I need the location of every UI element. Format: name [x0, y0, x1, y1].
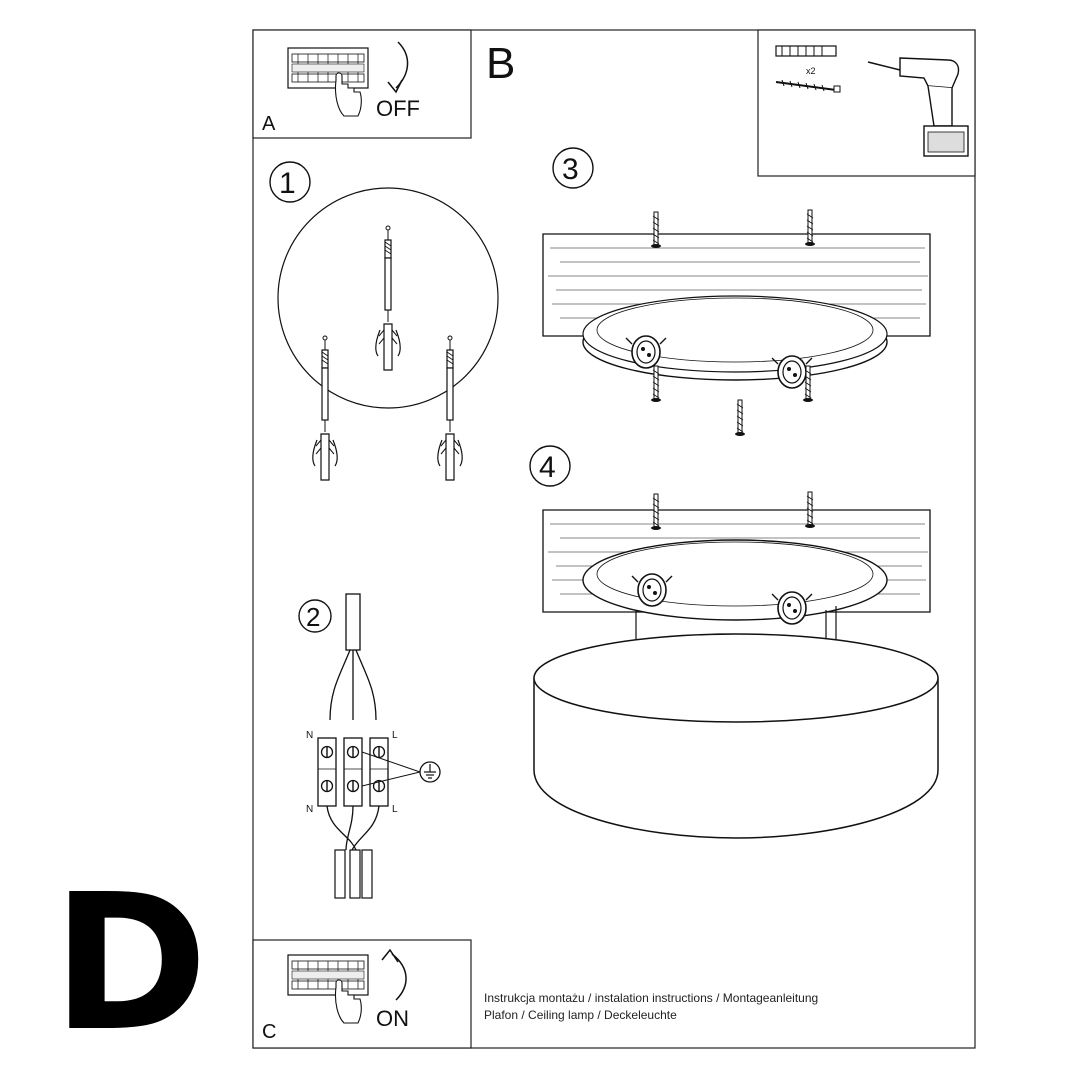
terminal-l: [369, 737, 389, 807]
panel-power-off: A OFF: [252, 29, 472, 139]
variant-letter: D: [52, 854, 209, 1073]
step-number-1: 1: [279, 167, 296, 200]
screw-icon: [775, 79, 841, 93]
terminal-top-left-label: N: [306, 730, 313, 741]
step-number-3: 3: [562, 153, 579, 186]
terminal-n: [317, 737, 337, 807]
panel-b-letter: B: [486, 39, 515, 88]
step-drill-anchors: 1: [269, 161, 499, 481]
terminal-earth: [343, 737, 363, 807]
panel-c-letter: C: [262, 1021, 276, 1043]
terminal-bottom-left-label: N: [306, 804, 313, 815]
lamp-lead-right: [361, 849, 373, 899]
drum-shade: [533, 678, 939, 839]
quantity-label: x2: [806, 66, 816, 76]
step-mount-base: 3: [542, 147, 931, 437]
step-number-2: 2: [306, 602, 320, 632]
arrow-up-head-icon: [381, 948, 399, 963]
off-label: OFF: [376, 96, 420, 121]
mounting-disc-2: [582, 539, 888, 621]
cable-sleeve: [345, 593, 361, 651]
terminal-bottom-right-label: L: [392, 804, 398, 815]
footer-line-1: Instrukcja montażu / instalation instruc…: [484, 991, 819, 1005]
footer-line-2: Plafon / Ceiling lamp / Deckeleuchte: [484, 1008, 677, 1022]
lamp-lead-mid: [349, 849, 361, 899]
arrow-head-icon: [387, 79, 403, 94]
panel-tools: x2: [757, 29, 976, 177]
lamp-lead-left: [334, 849, 346, 899]
step-number-4: 4: [539, 451, 556, 484]
wall-plug-icon: [775, 45, 837, 57]
ground-symbol-icon: [361, 751, 441, 787]
panel-a-letter: A: [262, 113, 276, 135]
panel-power-on: C ON: [252, 939, 472, 1049]
on-label: ON: [376, 1006, 409, 1031]
step-attach-shade: 4: [529, 445, 939, 839]
step-wiring: 2 N L N L: [298, 593, 441, 899]
drill-icon: [867, 57, 969, 157]
footer-text: Instrukcja montażu / instalation instruc…: [484, 990, 818, 1024]
terminal-top-right-label: L: [392, 730, 398, 741]
